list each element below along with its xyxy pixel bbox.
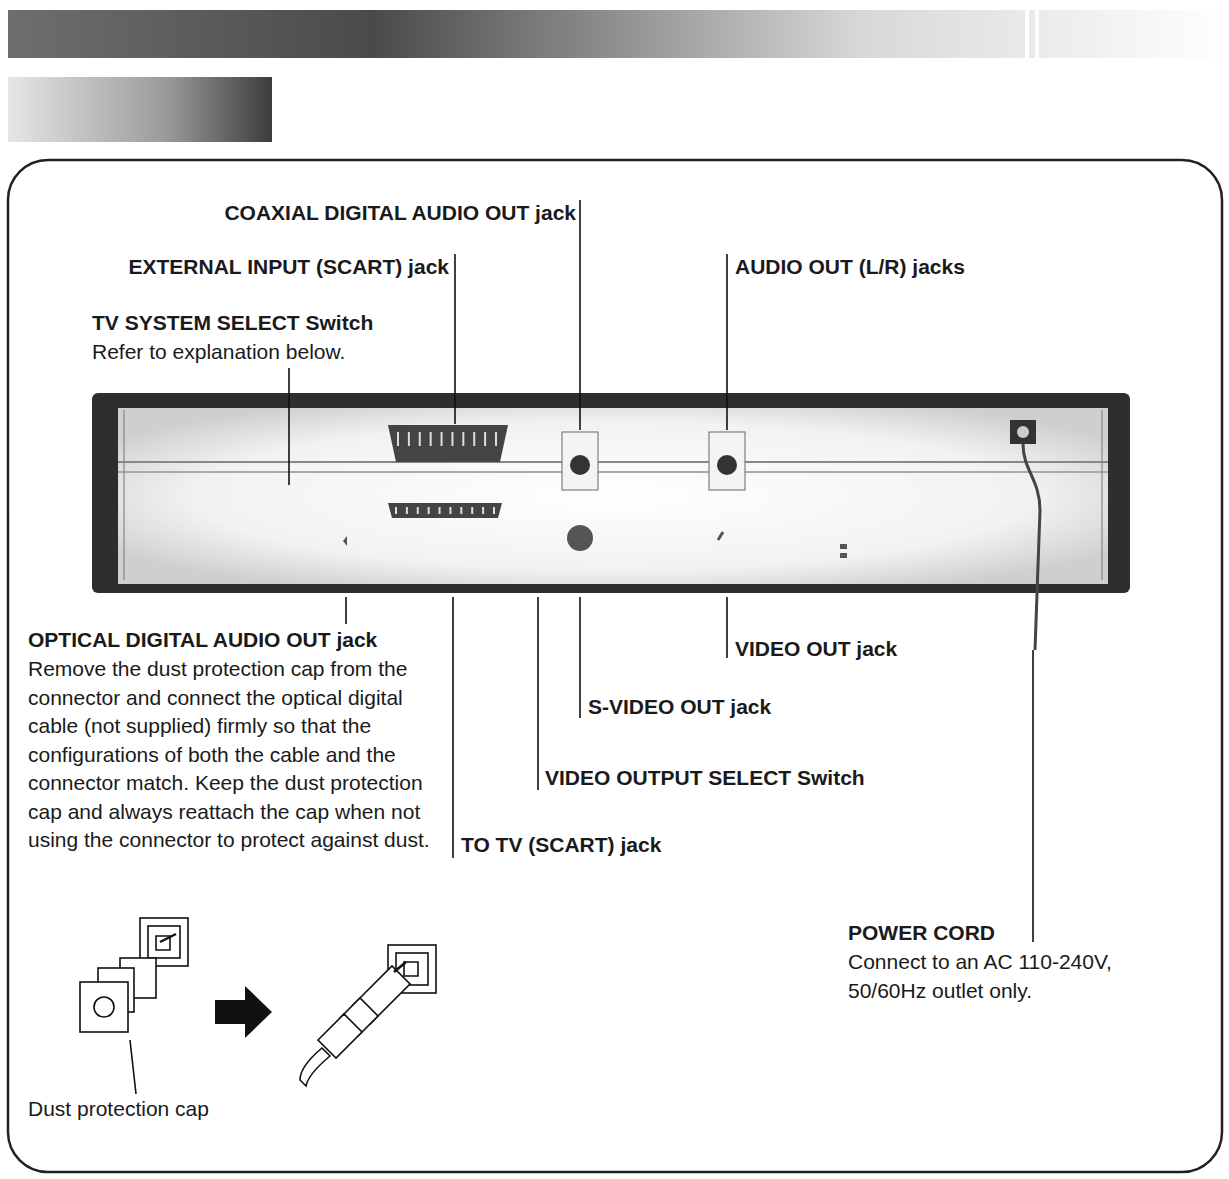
scart-jack: [388, 503, 502, 518]
callout-label: COAXIAL DIGITAL AUDIO OUT jack: [224, 199, 576, 228]
panel-line: [118, 471, 1108, 473]
callout-label: VIDEO OUTPUT SELECT Switch: [545, 764, 865, 793]
power-cord: [1023, 444, 1040, 650]
coaxial-jack: [570, 455, 590, 475]
dust-cap-illustration: [80, 918, 188, 1032]
callout-label: S-VIDEO OUT jack: [588, 693, 771, 722]
section-tab: [8, 77, 272, 142]
panel-mark: [840, 553, 847, 558]
panel-face: [118, 408, 1108, 584]
plug-illustration: [300, 945, 436, 1086]
power-socket: [1017, 426, 1029, 438]
header-mark: [1025, 10, 1029, 58]
panel-edge: [1102, 410, 1103, 580]
panel-edge: [124, 410, 125, 580]
callout-label: EXTERNAL INPUT (SCART) jack: [129, 253, 450, 282]
callout-label: POWER CORD: [848, 919, 995, 948]
callout-label: VIDEO OUT jack: [735, 635, 897, 664]
panel-mark: [840, 544, 847, 549]
callout-label: AUDIO OUT (L/R) jacks: [735, 253, 965, 282]
video-jack: [718, 532, 723, 540]
callout-note: Connect to an AC 110-240V, 50/60Hz outle…: [848, 948, 1168, 1005]
callout-label: Dust protection cap: [28, 1095, 209, 1124]
audio-jack: [717, 455, 737, 475]
scart-pins: [396, 507, 494, 514]
header-bar: [8, 10, 1229, 58]
panel-line: [118, 461, 1108, 463]
callout-label: TO TV (SCART) jack: [461, 831, 661, 860]
callout-note: Remove the dust protection cap from the …: [28, 655, 433, 855]
tv-system-switch: [343, 536, 347, 546]
s-video-jack: [567, 525, 593, 551]
callout-label: OPTICAL DIGITAL AUDIO OUT jack: [28, 626, 377, 655]
callout-note: Refer to explanation below.: [92, 338, 345, 367]
arrow: [215, 986, 272, 1038]
jack-plate: [709, 432, 745, 490]
device-body: [92, 393, 1130, 593]
jack-plate: [562, 432, 598, 490]
power-socket: [1010, 420, 1036, 444]
header-mark: [1035, 10, 1039, 58]
callout-label: TV SYSTEM SELECT Switch: [92, 309, 373, 338]
frame: [8, 160, 1222, 1172]
scart-pins: [398, 432, 496, 446]
scart-jack: [388, 425, 508, 462]
